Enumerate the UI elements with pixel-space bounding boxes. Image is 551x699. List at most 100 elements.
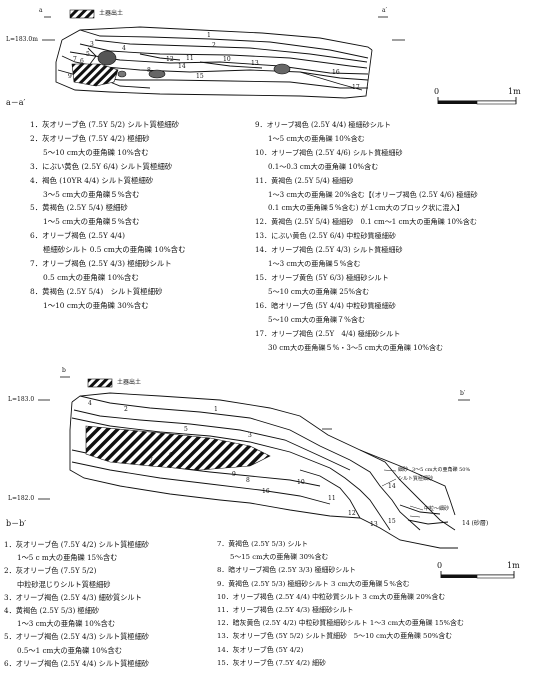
legend-item: 10．オリーブ褐色 (2.5Y 4/6) シルト質極細砂: [255, 147, 403, 157]
hatch-legend-swatch-b: [87, 378, 113, 388]
section-b-left-label: b: [62, 367, 66, 374]
legend-item: 6．オリーブ褐色 (2.5Y 4/4) シルト質極細砂: [4, 658, 149, 668]
layer-number: 4: [88, 400, 92, 407]
layer-number: 6: [169, 452, 173, 459]
legend-item-detail: 極細砂シルト 0.5 cm大の亜角礫 10%含む: [43, 245, 186, 255]
scale-a-end: 1m: [508, 87, 521, 96]
layer-number: 14: [388, 483, 396, 490]
legend-item-detail: 中粒砂混じりシルト質極細砂: [17, 579, 111, 589]
layer-number: 5: [86, 51, 90, 58]
stone-a3: [273, 63, 291, 75]
legend-item: 15．オリーブ黄色 (5Y 6/3) 極細砂シルト: [255, 272, 389, 282]
layer-number: 4: [122, 45, 126, 52]
layer-number: 11: [328, 495, 336, 502]
legend-item: 5．黄褐色 (2.5Y 5/4) 極細砂: [30, 203, 128, 213]
legend-item: 1．灰オリーブ色 (7.5Y 5/2) シルト質極細砂: [30, 120, 180, 129]
layer-number: 10: [223, 56, 231, 63]
layer-number: 3: [90, 41, 94, 48]
legend-item: 11．オリーブ褐色 (2.5Y 4/3) 極細砂シルト: [217, 606, 354, 615]
section-b-section-label: b－b′: [6, 519, 27, 528]
legend-item: 13．灰オリーブ色 (5Y 5/2) シルト質細砂 5～10 cm大の亜角礫 5…: [217, 632, 453, 641]
layer-number: 17: [352, 84, 360, 91]
legend-item-detail: 1～5 cm大の亜角礫５%含む: [43, 217, 140, 227]
section-a-legend-left: 1．灰オリーブ色 (7.5Y 5/2) シルト質極細砂 2．灰オリーブ色 (7.…: [30, 118, 185, 313]
layer-number: 12: [166, 56, 174, 63]
legend-item: 16．暗オリーブ色 (5Y 4/4) 中粒砂質極細砂: [255, 300, 396, 310]
legend-item: 14．灰オリーブ色 (5Y 4/2): [217, 645, 304, 654]
legend-item-detail: 1～5 c m大の亜角礫 15%含む: [17, 553, 118, 563]
layer-number: 16: [262, 488, 270, 495]
stone-a1: [97, 50, 117, 66]
legend-item-detail: 5～10 cm大の亜角礫７%含む: [268, 314, 366, 324]
legend-item: 14．オリーブ褐色 (2.5Y 4/3) シルト質極細砂: [255, 245, 403, 255]
layer-number: 7: [149, 457, 153, 464]
legend-item: 17．オリーブ褐色 (2.5Y 4/4) 極細砂シルト: [255, 328, 401, 338]
legend-item: 5．オリーブ褐色 (2.5Y 4/3) シルト質極細砂: [4, 632, 149, 642]
scale-bar-b: [440, 571, 515, 579]
section-a-right-label: a′: [382, 7, 387, 14]
legend-item: 8．暗オリーブ褐色 (2.5Y 3/3) 極細砂シルト: [217, 566, 356, 575]
layer-number: 12: [348, 510, 356, 517]
legend-item: 4．褐色 (10YR 4/4) シルト質極細砂: [30, 175, 154, 185]
legend-item: 11．黄褐色 (2.5Y 5/4) 極細砂: [255, 175, 354, 185]
section-b-elevation-bottom: L=182.0: [8, 495, 35, 502]
legend-item-detail: 1～3 cm大の亜角礫 10%含む: [17, 619, 116, 629]
annotation-layer14: 14 (砂層): [462, 520, 489, 527]
layer-number: 10: [297, 479, 305, 486]
section-a-elevation: L=183.0m: [6, 36, 38, 43]
legend-item: 1．灰オリーブ色 (7.5Y 4/2) シルト質極細砂: [4, 540, 149, 549]
layer-number: 1: [207, 32, 211, 39]
layer-number: 3: [248, 432, 252, 439]
legend-item: 12．黄褐色 (2.5Y 5/4) 極細砂 0.1 cm～1 cm大の亜角礫 1…: [255, 217, 477, 227]
legend-item: 8．黄褐色 (2.5Y 5/4) シルト質極細砂: [30, 286, 163, 296]
layer-number: 9: [232, 471, 236, 478]
legend-item: 9．黄褐色 (2.5Y 5/3) 極細砂シルト 3 cm大の亜角礫５%含む: [217, 579, 410, 588]
annotation-medium-fine: 中粒～細砂: [424, 506, 450, 512]
section-b-leaders: [381, 469, 424, 518]
layer-number: 13: [370, 521, 378, 528]
legend-item-detail: 1～3 cm大の亜角礫 20%含む【(オリーブ褐色 (2.5Y 4/6) 極細砂: [268, 189, 478, 199]
legend-item: 3．にぶい黄色 (2.5Y 6/4) シルト質極細砂: [30, 161, 173, 171]
legend-item-detail: 1～5 cm大の亜角礫 10%含む: [268, 133, 365, 143]
legend-item-detail: 1～3 cm大の亜角礫５%含む: [268, 259, 361, 269]
section-b-header: [38, 376, 470, 500]
layer-number: 13: [251, 60, 259, 67]
layer-number: 2: [124, 406, 128, 413]
legend-item: 3．オリーブ褐色 (2.5Y 4/3) 細砂質シルト: [4, 592, 142, 602]
section-b-legend-right: 7．黄褐色 (2.5Y 5/3) シルト 5～15 cm大の亜角礫 30%含む …: [217, 538, 464, 670]
layer-number: 14: [178, 63, 186, 70]
legend-item: 6．オリーブ褐色 (2.5Y 4/4): [30, 231, 125, 241]
legend-item: 4．黄褐色 (2.5Y 5/3) 極細砂: [4, 606, 100, 616]
legend-item-detail: 0.1 cm大の亜角礫５%含む) が１cm大のブロック状に混入】: [268, 203, 464, 213]
legend-item-detail: 30 cm大の亜角礫５%・3～5 cm大の亜角礫 10%含む: [268, 342, 444, 352]
legend-item-detail: 3～5 cm大の亜角礫５%含む: [43, 189, 140, 199]
layer-number: 2: [212, 42, 216, 49]
scale-b-zero: 0: [437, 561, 443, 570]
layer-number: 6: [80, 58, 84, 65]
legend-item-detail: 1～10 cm大の亜角礫 30%含む: [43, 300, 149, 310]
section-b-hatched-area: [85, 425, 271, 471]
layer-number: 16: [332, 69, 340, 76]
layer-number: 7: [73, 56, 77, 63]
layer-number: 5: [184, 426, 188, 433]
layer-number: 15: [196, 73, 204, 80]
layer-number: 8: [246, 477, 250, 484]
hatch-legend-swatch-a: [69, 9, 95, 19]
layer-number: 11: [186, 55, 194, 62]
legend-item: 9．オリーブ褐色 (2.5Y 4/4) 極細砂シルト: [255, 120, 391, 129]
legend-item-detail: 0.5～1 cm大の亜角礫 10%含む: [17, 645, 122, 655]
section-a-hatched-area: [71, 63, 119, 87]
section-b-hatch-legend: 土器出土: [117, 379, 142, 386]
section-a-legend-right: 9．オリーブ褐色 (2.5Y 4/4) 極細砂シルト 1～5 cm大の亜角礫 1…: [255, 118, 478, 354]
annotation-fine-sand: 細砂: [398, 467, 409, 473]
legend-item-detail: 0.1～0.3 cm大の亜角礫 10%含む: [268, 161, 379, 171]
annotation-silt-fine: シルト質極細砂: [398, 476, 434, 482]
layer-number: 15: [388, 518, 396, 525]
legend-item-detail: 0.5 cm大の亜角礫 10%含む: [43, 272, 139, 282]
section-b-legend-left: 1．灰オリーブ色 (7.5Y 4/2) シルト質極細砂 1～5 c m大の亜角礫…: [4, 538, 149, 670]
section-a-section-label: a－a′: [6, 98, 26, 107]
section-b-profile: [69, 392, 458, 549]
legend-item: 7．オリーブ褐色 (2.5Y 4/3) 極細砂シルト: [30, 259, 172, 269]
layer-number: 8: [147, 67, 151, 74]
